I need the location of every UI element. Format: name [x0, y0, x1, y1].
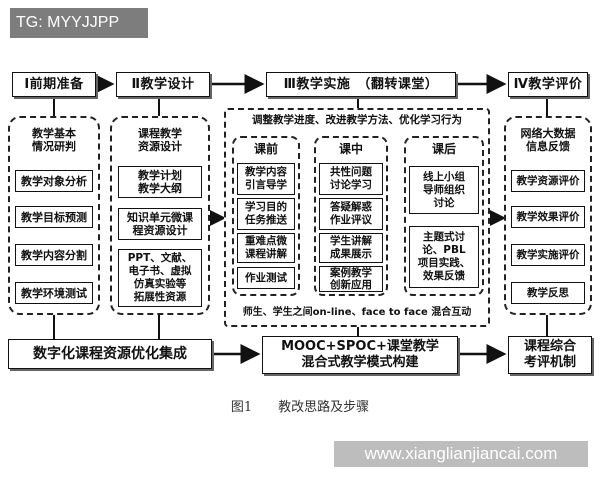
- column-1-heading: 教学基本 情况研判: [14, 122, 94, 158]
- during-class-heading: 课中: [318, 140, 384, 158]
- column-4-heading: 网络大数据 信息反馈: [508, 122, 588, 158]
- stage-4-label: Ⅳ教学评价: [513, 77, 583, 92]
- bottom-left-box: 数字化课程资源优化集成: [8, 339, 212, 369]
- col2-item-3: PPT、文献、 电子书、虚拟 仿真实验等 拓展性资源: [118, 249, 202, 307]
- stage-2-label: Ⅱ教学设计: [131, 77, 195, 92]
- during-item-1: 共性问题 讨论学习: [319, 163, 383, 195]
- col4-item-3-label: 教学实施评价: [516, 248, 580, 261]
- col1-item-3: 教学内容分割: [15, 244, 93, 266]
- col1-item-3-label: 教学内容分割: [21, 248, 87, 262]
- figure-caption: 图1 教改思路及步骤: [230, 400, 370, 415]
- col4-item-4: 教学反思: [511, 282, 585, 304]
- stage-4-box: Ⅳ教学评价: [508, 72, 588, 97]
- before-item-2: 学习目的 任务推送: [237, 198, 295, 230]
- col4-item-2-label: 教学效果评价: [516, 210, 580, 223]
- col1-item-1-label: 教学对象分析: [21, 174, 87, 188]
- watermark-url: www.xianglianjiancai.com: [334, 441, 588, 467]
- after-item-1: 线上小组 导师组织 讨论: [409, 166, 479, 214]
- col1-item-2-label: 教学目标预测: [21, 210, 87, 224]
- before-item-4: 作业测试: [237, 267, 295, 289]
- stage-3-label: Ⅲ教学实施 （翻转课堂）: [283, 77, 439, 92]
- col1-item-1: 教学对象分析: [15, 170, 93, 192]
- stage-1-box: Ⅰ前期准备: [12, 72, 96, 97]
- column-2-heading: 课程教学 资源设计: [116, 122, 204, 158]
- col4-item-1-label: 教学资源评价: [516, 174, 580, 187]
- before-item-1: 教学内容 引言导学: [237, 163, 295, 195]
- bottom-middle-box: MOOC+SPOC+课堂教学 混合式教学模式构建: [262, 336, 458, 374]
- col2-item-2: 知识单元微课 程资源设计: [118, 208, 202, 240]
- watermark-text: TG: MYYJJPP: [16, 14, 120, 31]
- adjust-teaching-banner: 调整教学进度、改进教学方法、优化学习行为: [228, 112, 486, 128]
- col4-item-2: 教学效果评价: [511, 206, 585, 228]
- col1-item-4-label: 教学环境测试: [21, 286, 87, 300]
- bottom-left-label: 数字化课程资源优化集成: [33, 345, 187, 362]
- watermark-url-text: www.xianglianjiancai.com: [364, 444, 558, 463]
- col4-item-3: 教学实施评价: [511, 244, 585, 266]
- during-item-2: 答疑解惑 作业评议: [319, 198, 383, 230]
- col1-item-4: 教学环境测试: [15, 282, 93, 304]
- after-item-2: 主题式讨 论、PBL 项目实践、 效果反馈: [409, 226, 479, 288]
- col4-item-4-label: 教学反思: [527, 286, 569, 299]
- col4-item-1: 教学资源评价: [511, 170, 585, 192]
- before-class-heading: 课前: [236, 140, 296, 158]
- during-item-4: 案例教学 创新应用: [319, 266, 383, 292]
- stage-3-box: Ⅲ教学实施 （翻转课堂）: [266, 72, 456, 97]
- before-item-3: 重难点微 课程讲解: [237, 233, 295, 263]
- stage-2-box: Ⅱ教学设计: [116, 72, 210, 97]
- stage-1-label: Ⅰ前期准备: [24, 77, 84, 92]
- bottom-right-box: 课程综合 考评机制: [508, 336, 592, 374]
- interaction-banner: 师生、学生之间on-line、face to face 混合互动: [228, 302, 486, 322]
- col1-item-2: 教学目标预测: [15, 206, 93, 228]
- during-item-3: 学生讲解 成果展示: [319, 233, 383, 263]
- after-class-heading: 课后: [408, 140, 480, 158]
- col2-item-1: 教学计划 教学大纲: [118, 166, 202, 198]
- watermark-tag: TG: MYYJJPP: [10, 8, 148, 38]
